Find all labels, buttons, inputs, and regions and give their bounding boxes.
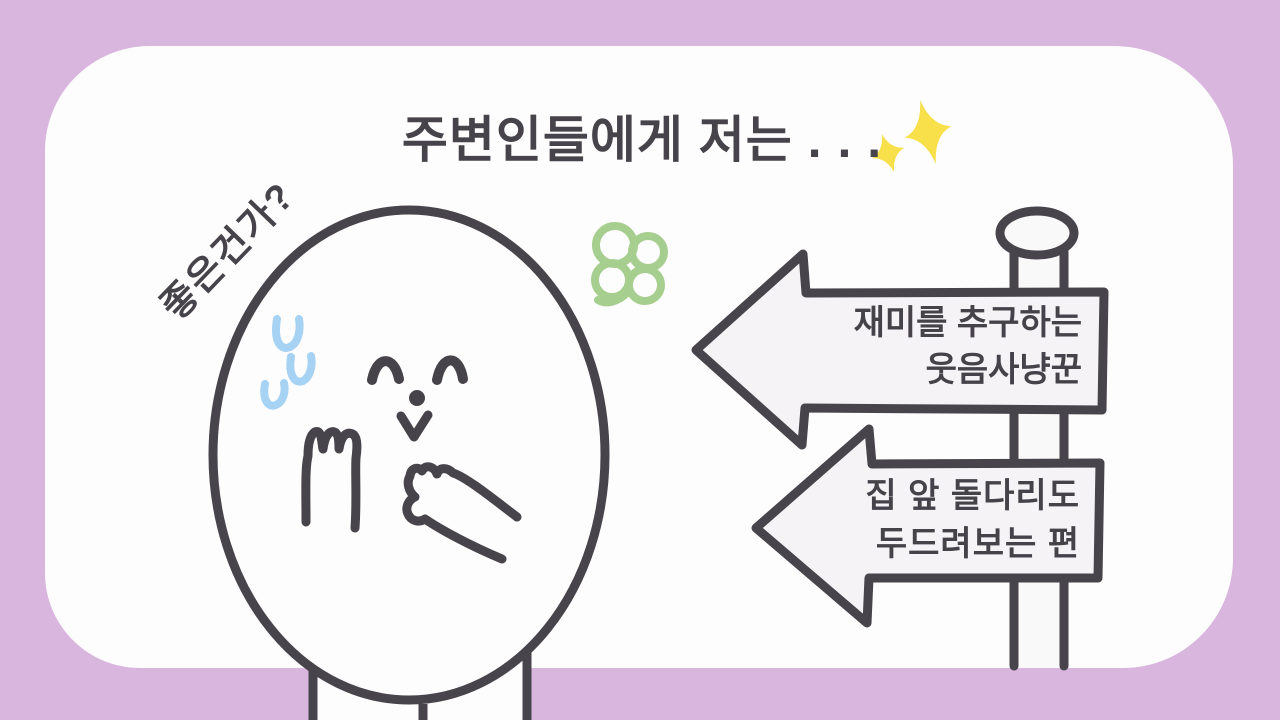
sign-bottom-text: 집 앞 돌다리도 두드려보는 편 bbox=[840, 472, 1080, 568]
page-title: 주변인들에게 저는 . . . bbox=[401, 112, 883, 168]
sign-top-text: 재미를 추구하는 웃음사냥꾼 bbox=[820, 300, 1082, 394]
sign-bottom-line1: 집 앞 돌다리도 bbox=[865, 477, 1080, 515]
sign-bottom-line2: 두드려보는 편 bbox=[875, 525, 1080, 563]
sign-top-line1: 재미를 추구하는 bbox=[853, 304, 1082, 342]
sign-top-line2: 웃음사냥꾼 bbox=[925, 351, 1082, 389]
